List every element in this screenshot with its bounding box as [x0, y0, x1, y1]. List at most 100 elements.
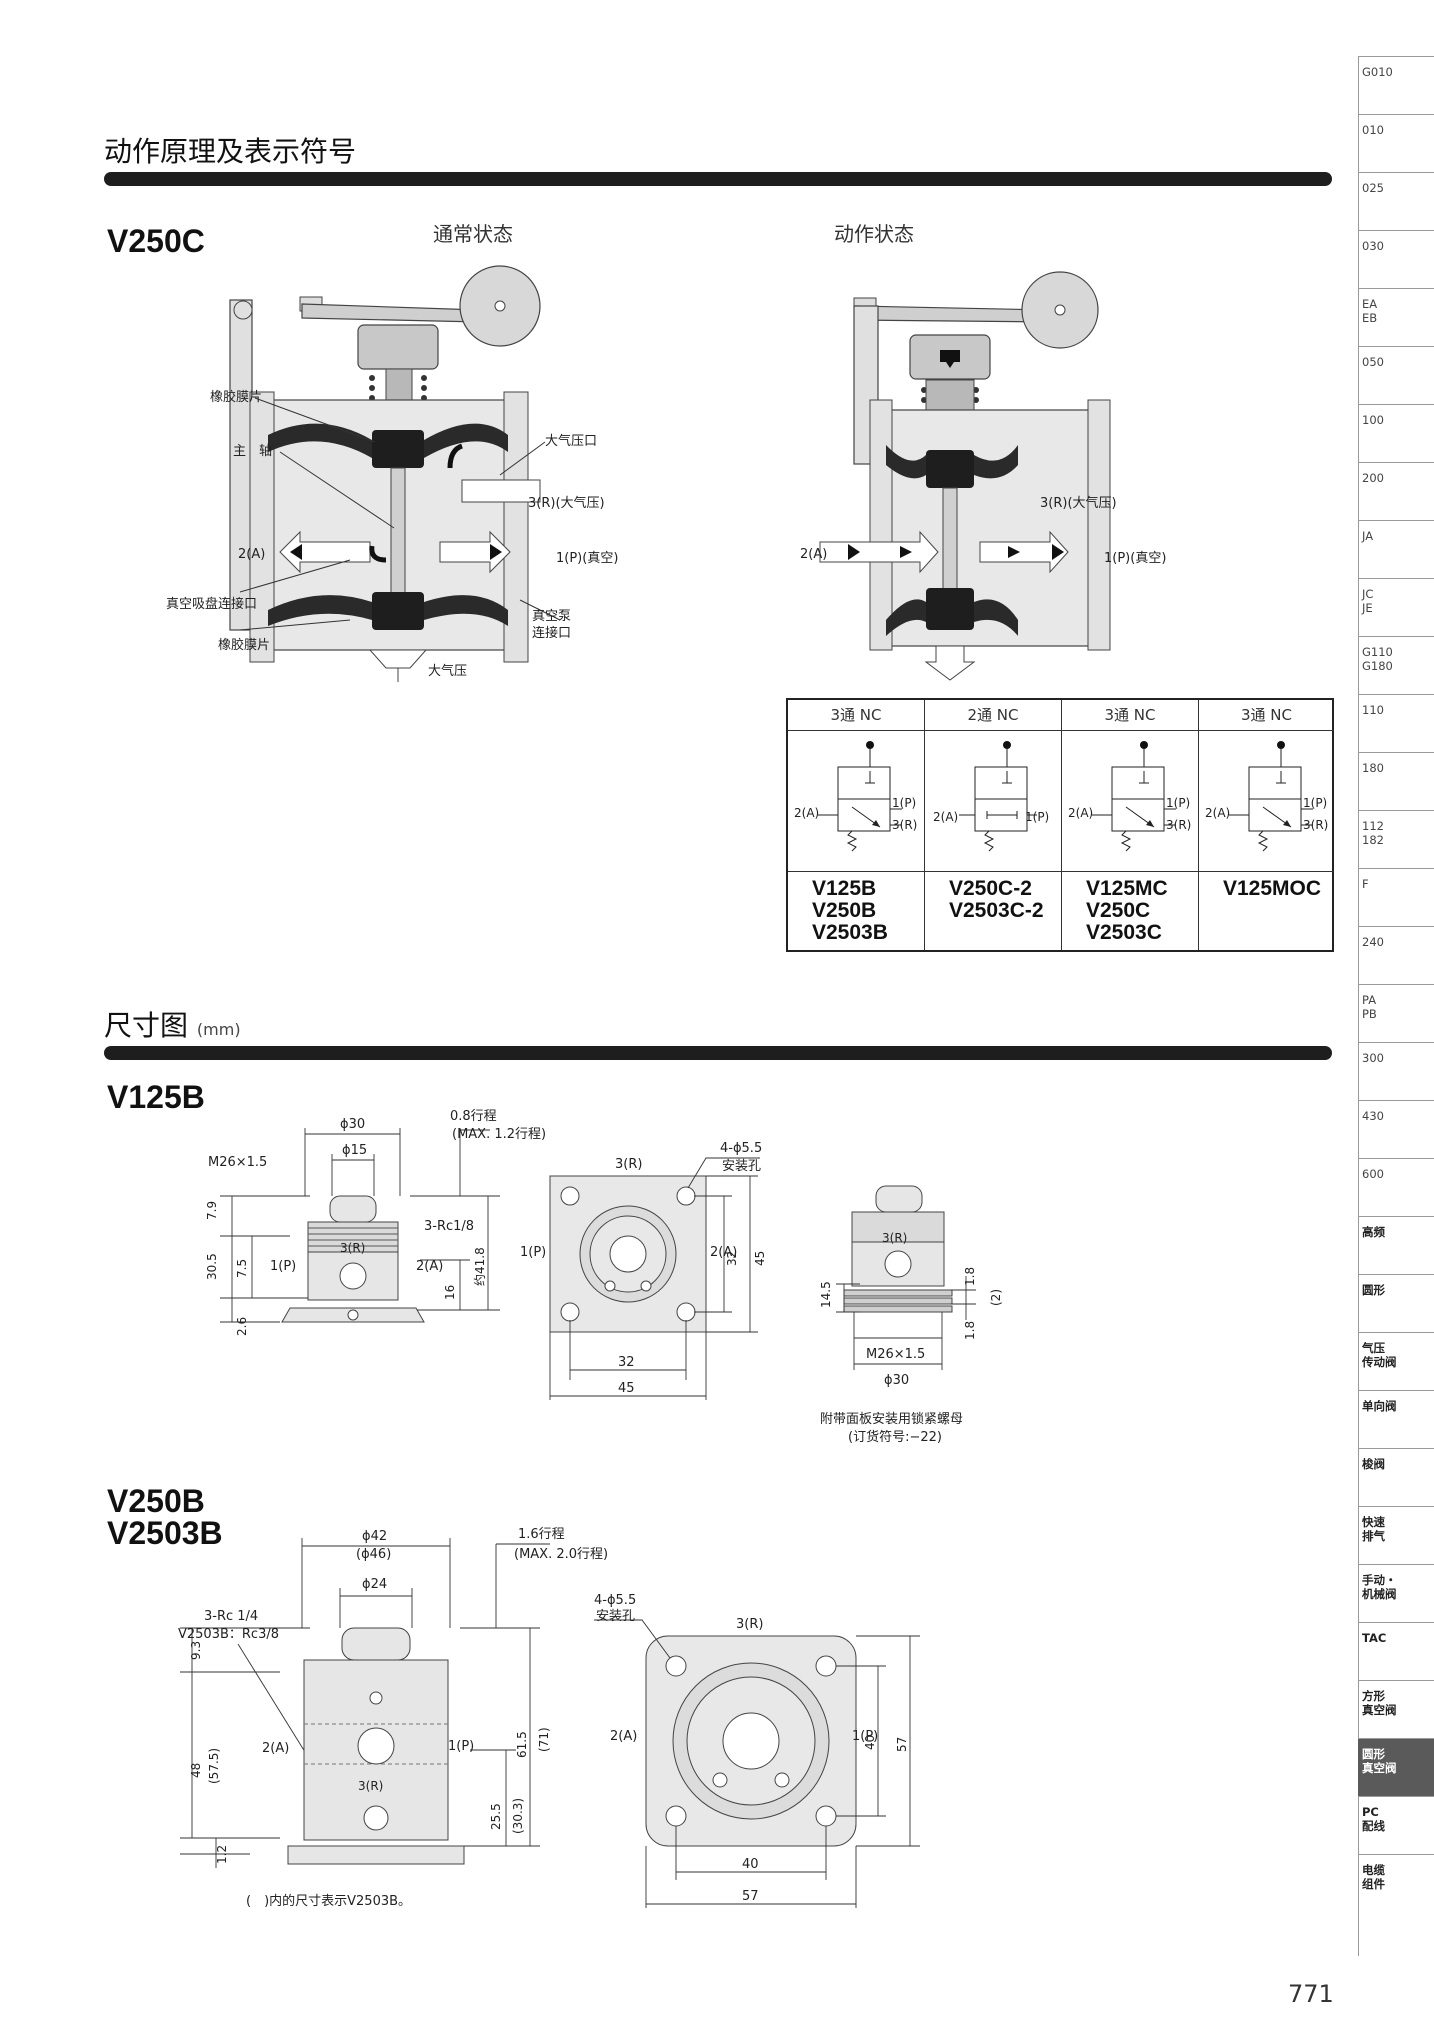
- flow-arrow-in: [369, 545, 387, 563]
- label-port3: 3(R): [340, 1241, 365, 1255]
- roller-axle: [494, 300, 506, 312]
- symbol-models: V125MC V250C V2503C: [1062, 872, 1198, 944]
- side-tab[interactable]: 电缆 组件: [1358, 1854, 1434, 1912]
- side-tab[interactable]: 100: [1358, 404, 1434, 462]
- dim-stroke: 1.6行程: [518, 1527, 565, 1542]
- side-tab[interactable]: F: [1358, 868, 1434, 926]
- symbol-port-a: 2(A): [1068, 806, 1093, 820]
- roller-axle: [1054, 304, 1066, 316]
- label-port1: 1(P): [270, 1259, 296, 1274]
- side-tab[interactable]: 010: [1358, 114, 1434, 172]
- side-tab[interactable]: PA PB: [1358, 984, 1434, 1042]
- side-tab[interactable]: 430: [1358, 1100, 1434, 1158]
- label-port3-normal: 3(R)(大气压): [528, 496, 605, 511]
- side-tab[interactable]: G010: [1358, 56, 1434, 114]
- label-top-port3: 3(R): [736, 1617, 763, 1632]
- dim-48: 48: [189, 1763, 203, 1778]
- lower-diaphragm-right: [974, 599, 1018, 636]
- dim-16: 16: [443, 1285, 457, 1300]
- side-tab[interactable]: 240: [1358, 926, 1434, 984]
- side-tab[interactable]: EA EB: [1358, 288, 1434, 346]
- dim-1-2: 1.2: [215, 1845, 229, 1864]
- side-tab[interactable]: G110 G180: [1358, 636, 1434, 694]
- label-port3: 3(R): [358, 1779, 383, 1793]
- flow-arrow-up: [447, 443, 463, 469]
- port3-hole: [363, 1805, 389, 1831]
- side-tab[interactable]: 110: [1358, 694, 1434, 752]
- side-tab[interactable]: 气压 传动阀: [1358, 1332, 1434, 1390]
- valve-symbol-3way: 2(A) 1(P) 3(R): [1062, 731, 1198, 872]
- lower-valve-seat: [926, 588, 974, 630]
- body-flange-right: [1087, 399, 1111, 651]
- dim-57-5: (57.5): [207, 1748, 221, 1784]
- valve-symbol-3way: 2(A) 1(P) 3(R): [1199, 731, 1334, 872]
- side-tab[interactable]: 300: [1358, 1042, 1434, 1100]
- side-tab[interactable]: PC 配线: [1358, 1796, 1434, 1854]
- side-tab[interactable]: 030: [1358, 230, 1434, 288]
- side-tab[interactable]: 050: [1358, 346, 1434, 404]
- label-holes: 4-ϕ5.5: [720, 1141, 762, 1156]
- side-tab[interactable]: 梭阀: [1358, 1448, 1434, 1506]
- mounting-base: [287, 1845, 465, 1865]
- upper-valve-seat: [926, 450, 974, 488]
- roller-lever-arm: [855, 305, 1051, 323]
- side-tab[interactable]: 180: [1358, 752, 1434, 810]
- side-tab[interactable]: JC JE: [1358, 578, 1434, 636]
- model-name: V125MOC: [1223, 877, 1322, 900]
- model-name: V250C: [1086, 899, 1151, 922]
- side-tab[interactable]: 圆形 真空阀: [1358, 1738, 1434, 1796]
- label-rc2: V2503B：Rc3/8: [178, 1627, 279, 1642]
- side-tab[interactable]: TAC: [1358, 1622, 1434, 1680]
- section-divider-bar: [104, 1046, 1332, 1060]
- symbol-port-p: 1(P): [892, 796, 916, 810]
- port-mark: [604, 1280, 616, 1292]
- principle-section-title: 动作原理及表示符号: [104, 135, 357, 168]
- side-tab[interactable]: 025: [1358, 172, 1434, 230]
- symbol-port-a: 2(A): [1205, 806, 1230, 820]
- v250c-active-state-diagram: [819, 271, 1111, 681]
- dimensions-unit: (mm): [196, 1020, 241, 1039]
- normal-state-label: 通常状态: [433, 222, 513, 246]
- base-hole: [347, 1309, 359, 1321]
- port-mark: [774, 1772, 790, 1788]
- label-rc: 3-Rc1/8: [424, 1219, 474, 1234]
- dim-71: (71): [537, 1727, 551, 1752]
- plunger-cap: [357, 324, 439, 370]
- dim-7-9: 7.9: [205, 1201, 219, 1220]
- exhaust-arrow: [924, 645, 976, 681]
- side-tab[interactable]: 方形 真空阀: [1358, 1680, 1434, 1738]
- port2-outline-arrow: [279, 530, 371, 574]
- pin-hole: [369, 1691, 383, 1705]
- dim-61-5: 61.5: [515, 1731, 529, 1758]
- v125b-top-view: 3(R) 1(P) 2(A) 4-ϕ5.5 安装孔 32 45 32 45: [520, 1141, 767, 1400]
- side-tab[interactable]: 高频: [1358, 1216, 1434, 1274]
- side-tab[interactable]: 单向阀: [1358, 1390, 1434, 1448]
- label-main-shaft: 主 轴: [233, 444, 273, 459]
- label-port2: 2(A): [262, 1741, 289, 1756]
- dim-stroke-max: (MAX. 1.2行程): [452, 1127, 546, 1142]
- side-tab[interactable]: 200: [1358, 462, 1434, 520]
- symbol-port-p: 1(P): [1025, 810, 1049, 824]
- dim-40-v: 40: [863, 1735, 877, 1750]
- label-port3-active: 3(R)(大气压): [1040, 496, 1117, 511]
- side-tab[interactable]: 圆形: [1358, 1274, 1434, 1332]
- symbol-type: 3通 NC: [788, 700, 924, 731]
- label-holes-note: 安装孔: [596, 1609, 635, 1624]
- page-number: 771: [1288, 1980, 1334, 2008]
- port-hole: [884, 1250, 912, 1278]
- side-tab[interactable]: 112 182: [1358, 810, 1434, 868]
- model-name: V2503C-2: [949, 899, 1044, 922]
- label-port1: 1(P): [448, 1739, 474, 1754]
- dim-25-5: 25.5: [489, 1803, 503, 1830]
- symbol-port-a: 2(A): [933, 810, 958, 824]
- dim-stroke-max: (MAX. 2.0行程): [514, 1547, 608, 1562]
- v250b-model-title: V250B: [107, 1483, 205, 1519]
- side-tab[interactable]: 快速 排气: [1358, 1506, 1434, 1564]
- side-tab[interactable]: JA: [1358, 520, 1434, 578]
- side-tab[interactable]: 600: [1358, 1158, 1434, 1216]
- press-arrow-stem: [940, 350, 960, 362]
- symbol-models: V250C-2 V2503C-2: [925, 872, 1061, 922]
- side-tab[interactable]: 手动・ 机械阀: [1358, 1564, 1434, 1622]
- label-port2-normal: 2(A): [238, 547, 266, 562]
